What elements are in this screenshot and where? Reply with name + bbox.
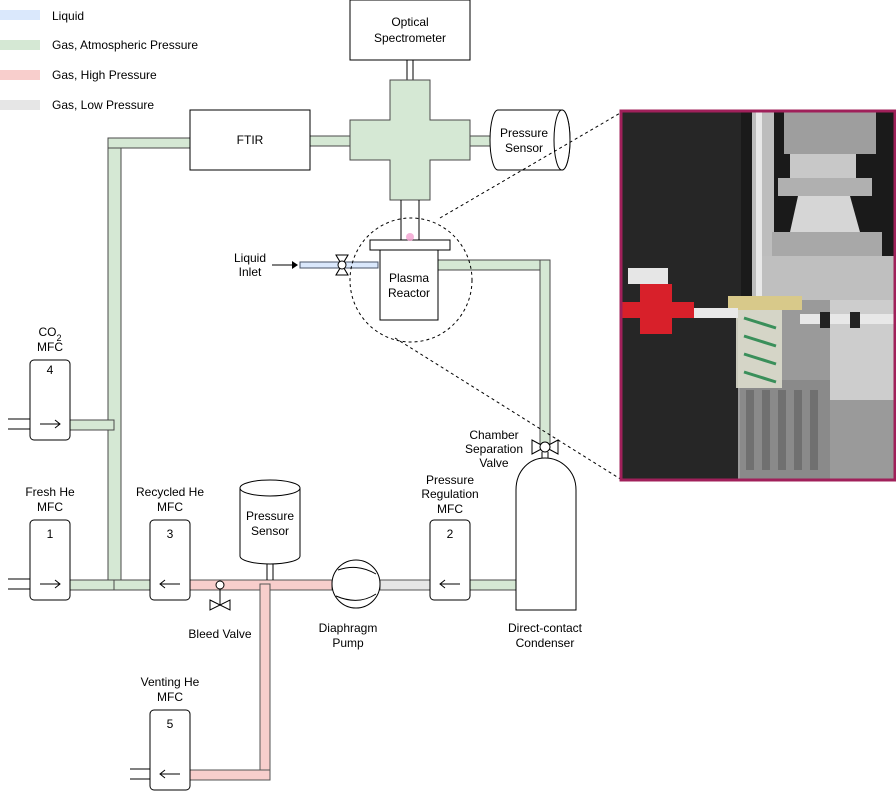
condenser-body <box>516 458 576 610</box>
plasma-reactor: Plasma Reactor <box>350 218 472 342</box>
fresh-he-mfc-number: 1 <box>47 527 54 541</box>
ftir: FTIR <box>190 110 310 170</box>
fresh-he-mfc-label-2: MFC <box>37 500 63 514</box>
co2-mfc: CO2 MFC 4 <box>30 325 70 440</box>
legend-swatch-gas-high <box>0 70 40 80</box>
pipe-fresh-main <box>70 580 114 590</box>
pressure-regulation-mfc-number: 2 <box>447 527 454 541</box>
fresh-he-mfc-label-1: Fresh He <box>25 485 75 499</box>
recycled-he-mfc-number: 3 <box>167 527 174 541</box>
legend-label-gas-low: Gas, Low Pressure <box>52 98 154 112</box>
venting-he-mfc-label-1: Venting He <box>141 675 200 689</box>
plasma-reactor-label-1: Plasma <box>389 271 429 285</box>
optical-spectrometer-label-2: Spectrometer <box>374 31 446 45</box>
pressure-regulation-mfc-label-1: Pressure <box>426 473 474 487</box>
pressure-sensor-bottom: Pressure Sensor <box>240 480 300 580</box>
pipe-main-vertical <box>108 138 121 590</box>
high-pressure-pipes <box>190 580 332 780</box>
chamber-valve-label-3: Valve <box>479 456 508 470</box>
ftir-label: FTIR <box>237 133 264 147</box>
bleed-valve-label: Bleed Valve <box>188 627 251 641</box>
pressure-sensor-top: Pressure Sensor <box>490 110 570 170</box>
pipe-to-ftir <box>108 138 192 148</box>
venting-he-mfc-number: 5 <box>167 717 174 731</box>
optical-spectrometer-label-1: Optical <box>391 15 428 29</box>
chamber-valve-label-2: Separation <box>465 442 523 456</box>
legend-swatch-liquid <box>0 10 40 20</box>
atmospheric-pipes <box>70 136 550 590</box>
legend-swatch-gas-low <box>0 100 40 110</box>
legend-label-liquid: Liquid <box>52 9 84 23</box>
recycled-he-mfc-label-2: MFC <box>157 500 183 514</box>
direct-contact-condenser: Direct-contact Condenser <box>508 458 583 650</box>
liquid-inlet-label-2: Inlet <box>239 265 262 279</box>
legend-swatch-gas-atm <box>0 40 40 50</box>
pipe-mfc2-condenser <box>470 580 516 590</box>
recycled-he-mfc-label-1: Recycled He <box>136 485 204 499</box>
pressure-regulation-mfc-label-3: MFC <box>437 502 463 516</box>
pressure-sensor-bottom-label-1: Pressure <box>246 509 294 523</box>
plasma-reactor-label-2: Reactor <box>388 286 430 300</box>
pressure-sensor-top-label-2: Sensor <box>505 141 543 155</box>
fresh-he-mfc: Fresh He MFC 1 <box>25 485 75 600</box>
pipe-low-pressure <box>380 580 432 590</box>
diaphragm-pump-label-2: Pump <box>332 636 364 650</box>
inlet-stubs <box>8 419 150 779</box>
co2-mfc-label-2: MFC <box>37 340 63 354</box>
optical-spectrometer: Optical Spectrometer <box>350 0 470 80</box>
diaphragm-pump-label-1: Diaphragm <box>319 621 378 635</box>
cross-fitting <box>350 80 470 200</box>
pressure-sensor-bottom-label-2: Sensor <box>251 524 289 538</box>
pipe-hp-vertical <box>260 584 270 780</box>
legend-label-gas-high: Gas, High Pressure <box>52 68 157 82</box>
condenser-label-1: Direct-contact <box>508 621 583 635</box>
pipe-cross-sensor <box>468 136 492 146</box>
pressure-regulation-mfc: Pressure Regulation MFC 2 <box>421 473 478 600</box>
co2-mfc-number: 4 <box>47 363 54 377</box>
legend: Liquid Gas, Atmospheric Pressure Gas, Hi… <box>0 9 198 112</box>
pipe-reactor-outlet <box>438 260 550 270</box>
pressure-regulation-mfc-label-2: Regulation <box>421 487 478 501</box>
legend-label-gas-atm: Gas, Atmospheric Pressure <box>52 38 198 52</box>
reactor-photo <box>621 111 896 480</box>
pipe-co2-main <box>70 420 114 430</box>
chamber-valve-label-1: Chamber <box>469 428 518 442</box>
liquid-inlet-label-1: Liquid <box>234 251 266 265</box>
pressure-sensor-top-label-1: Pressure <box>500 126 548 140</box>
diaphragm-pump: Diaphragm Pump <box>319 560 380 650</box>
plasma-reactor-box <box>380 250 438 320</box>
pipe-hp-venting <box>190 770 270 780</box>
pipe-to-valve <box>540 260 550 444</box>
venting-he-mfc-label-2: MFC <box>157 690 183 704</box>
condenser-label-2: Condenser <box>516 636 575 650</box>
optical-spectrometer-box <box>350 0 470 60</box>
pipe-ftir-cross <box>310 136 351 146</box>
pipe-recycled-main <box>114 580 152 590</box>
